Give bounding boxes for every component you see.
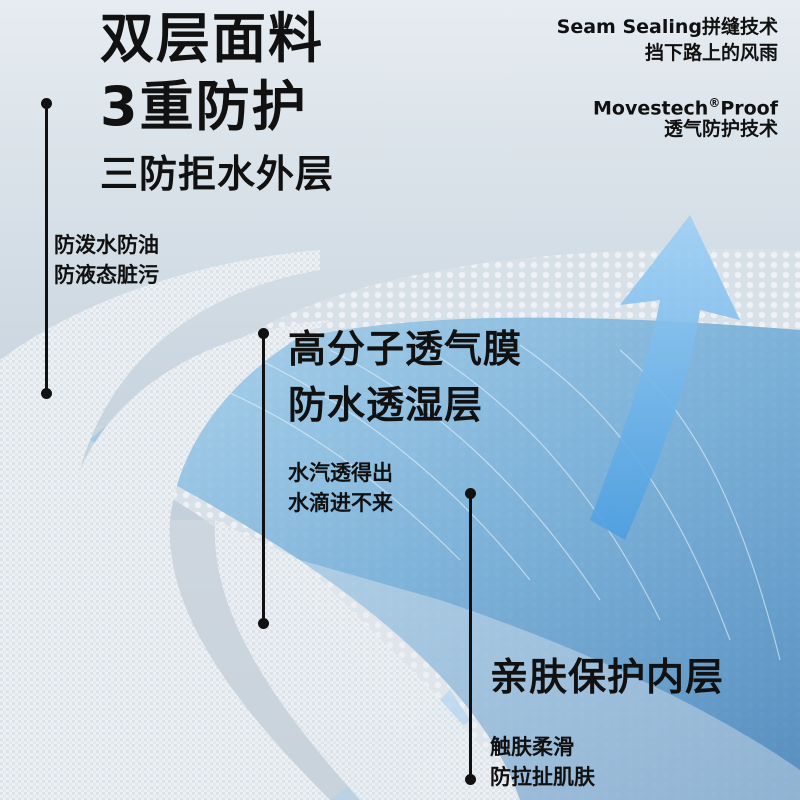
inner-layer-indicator-dot-bottom: [465, 774, 476, 785]
outer-woven-layer-front: [77, 320, 330, 800]
headline-line2: 3重防护: [100, 75, 308, 138]
upward-arrow: [590, 215, 740, 540]
outer-woven-layer: [0, 250, 320, 800]
membrane-title-line1: 高分子透气膜: [288, 327, 523, 371]
inner-woven-band: [214, 520, 520, 800]
outer-layer-feature-1: 防泼水防油: [54, 233, 159, 257]
outer-layer-indicator-dot-bottom: [41, 388, 52, 399]
movestech-proof-title: Movestech®Proof: [593, 90, 778, 121]
inner-layer-indicator-line: [469, 494, 472, 780]
outer-layer-feature-2: 防液态脏污: [54, 263, 159, 287]
outer-layer-indicator-dot-top: [41, 98, 52, 109]
inner-layer-indicator-dot-top: [465, 488, 476, 499]
proof-suffix: Proof: [720, 97, 778, 120]
inner-layer-feature-1: 触肤柔滑: [490, 735, 574, 759]
registered-mark: ®: [708, 96, 721, 110]
membrane-indicator-dot-top: [258, 328, 269, 339]
seam-sealing-desc: 挡下路上的风雨: [644, 42, 778, 64]
membrane-feature-1: 水汽透得出: [288, 461, 393, 485]
membrane-title-line2: 防水透湿层: [288, 383, 484, 427]
movestech-name: Movestech: [593, 97, 709, 120]
inner-layer-feature-2: 防拉扯肌肤: [490, 765, 595, 789]
membrane-feature-2: 水滴进不来: [288, 491, 393, 515]
movestech-proof-desc: 透气防护技术: [663, 118, 778, 140]
membrane-indicator-line: [262, 334, 265, 624]
membrane-indicator-dot-bottom: [258, 618, 269, 629]
seam-sealing-title: Seam Sealing拼缝技术: [556, 16, 778, 38]
headline-line1: 双层面料: [100, 7, 324, 70]
outer-layer-indicator-line: [45, 104, 48, 394]
inner-layer-title: 亲肤保护内层: [490, 655, 725, 699]
outer-layer-title: 三防拒水外层: [100, 152, 335, 196]
